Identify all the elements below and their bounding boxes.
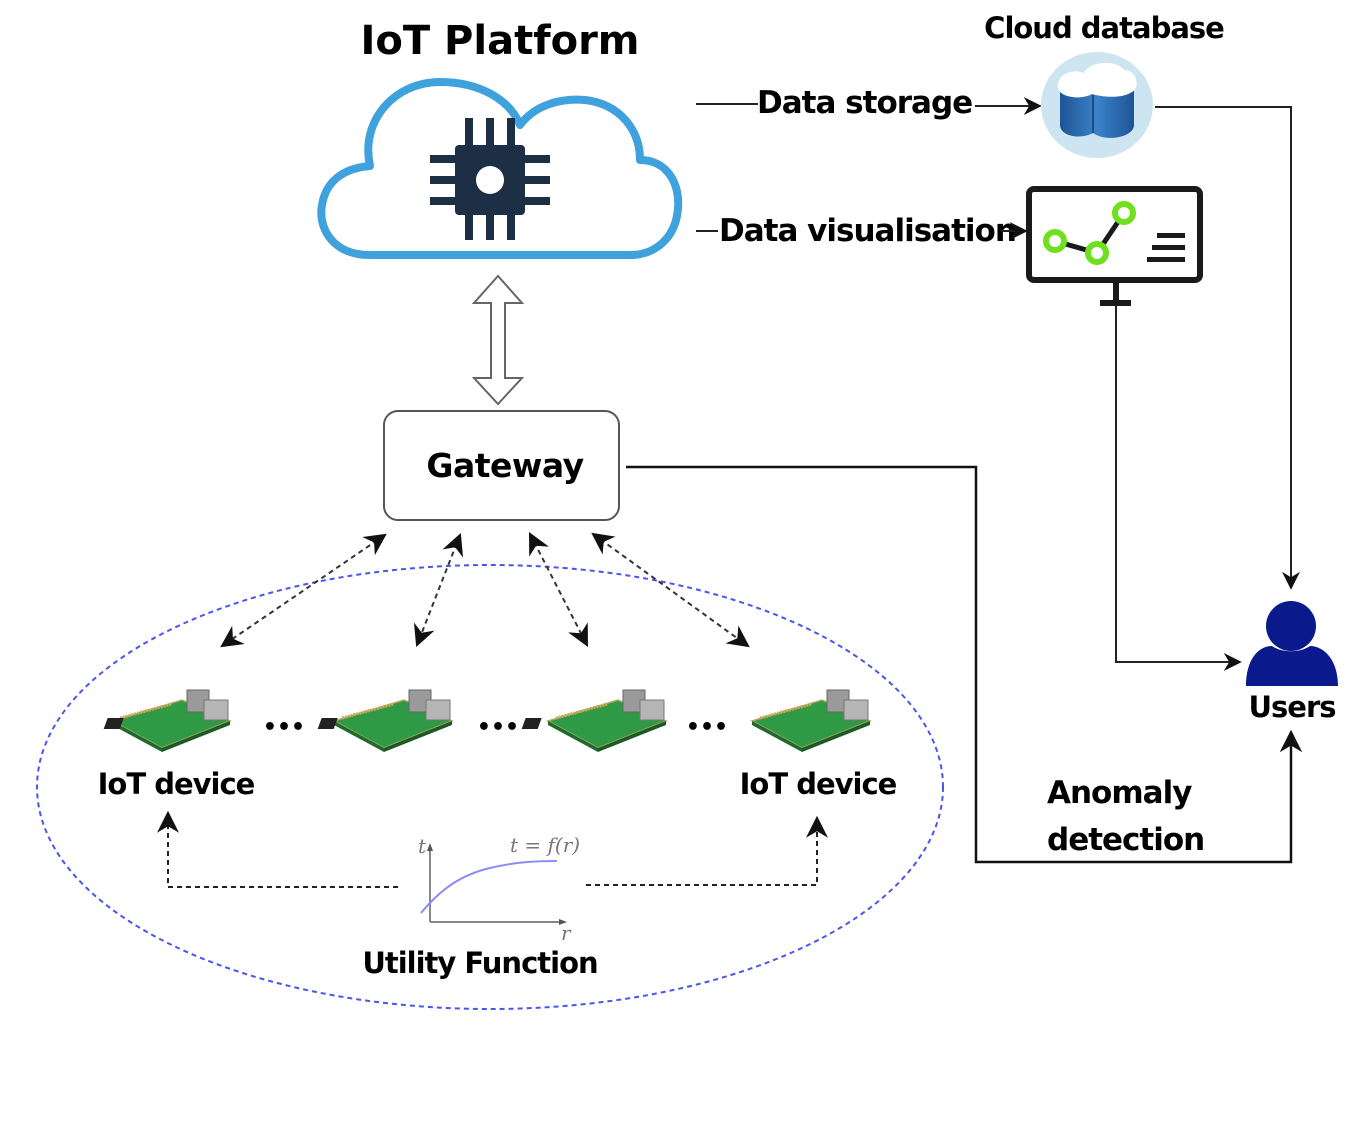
cloud-database-title: Cloud database (984, 11, 1224, 45)
anomaly-label-line1: Anomaly (1047, 775, 1192, 811)
bidirectional-arrow-icon (471, 274, 525, 406)
iot-device-board-icon[interactable] (521, 689, 872, 752)
data-storage-label: Data storage (757, 85, 972, 121)
utility-function-plot: t t = f(r) r (418, 833, 580, 945)
processor-chip-icon (430, 118, 550, 240)
iot-device-board-icon[interactable] (0, 689, 232, 752)
iot-platform-title: IoT Platform (360, 18, 639, 64)
anomaly-label-line2: detection (1047, 822, 1204, 858)
utility-formula: t = f(r) (510, 833, 580, 857)
utility-curve (420, 860, 558, 914)
iot-device-label-right: IoT device (740, 767, 897, 801)
iot-device-label-left: IoT device (98, 767, 255, 801)
device-link-1 (220, 533, 387, 648)
device-ellipsis-1: ••• (263, 715, 305, 740)
utility-function-title: Utility Function (362, 946, 597, 980)
data-visualisation-label: Data visualisation (719, 213, 1016, 249)
cloud-database-icon (1041, 52, 1153, 158)
device-link-2 (413, 532, 464, 648)
device-ellipsis-3: ••• (686, 715, 728, 740)
gateway-node[interactable]: Gateway (383, 410, 620, 521)
monitor-chart-icon (1026, 186, 1203, 306)
utility-y-axis-label: t (418, 834, 427, 858)
device-link-4 (591, 532, 750, 648)
utility-x-axis-label: r (561, 921, 572, 945)
visualisation-to-users-arrow (1115, 306, 1242, 671)
device-link-3 (528, 532, 589, 647)
device-cluster-boundary (36, 564, 944, 1010)
gateway-label: Gateway (426, 446, 583, 485)
database-to-users-arrow (1155, 106, 1300, 590)
iot-device-board-icon[interactable] (103, 689, 454, 752)
gateway-device-links (220, 532, 750, 648)
utility-to-right-device-arrow (586, 815, 828, 886)
users-icon (1246, 601, 1338, 686)
iot-device-board-icon[interactable] (317, 689, 668, 752)
utility-to-left-device-arrow (157, 810, 398, 888)
cloud-icon (317, 78, 683, 259)
users-label: Users (1248, 690, 1335, 724)
anomaly-detection-arrow (626, 465, 1303, 864)
device-ellipsis-2: ••• (477, 715, 519, 740)
